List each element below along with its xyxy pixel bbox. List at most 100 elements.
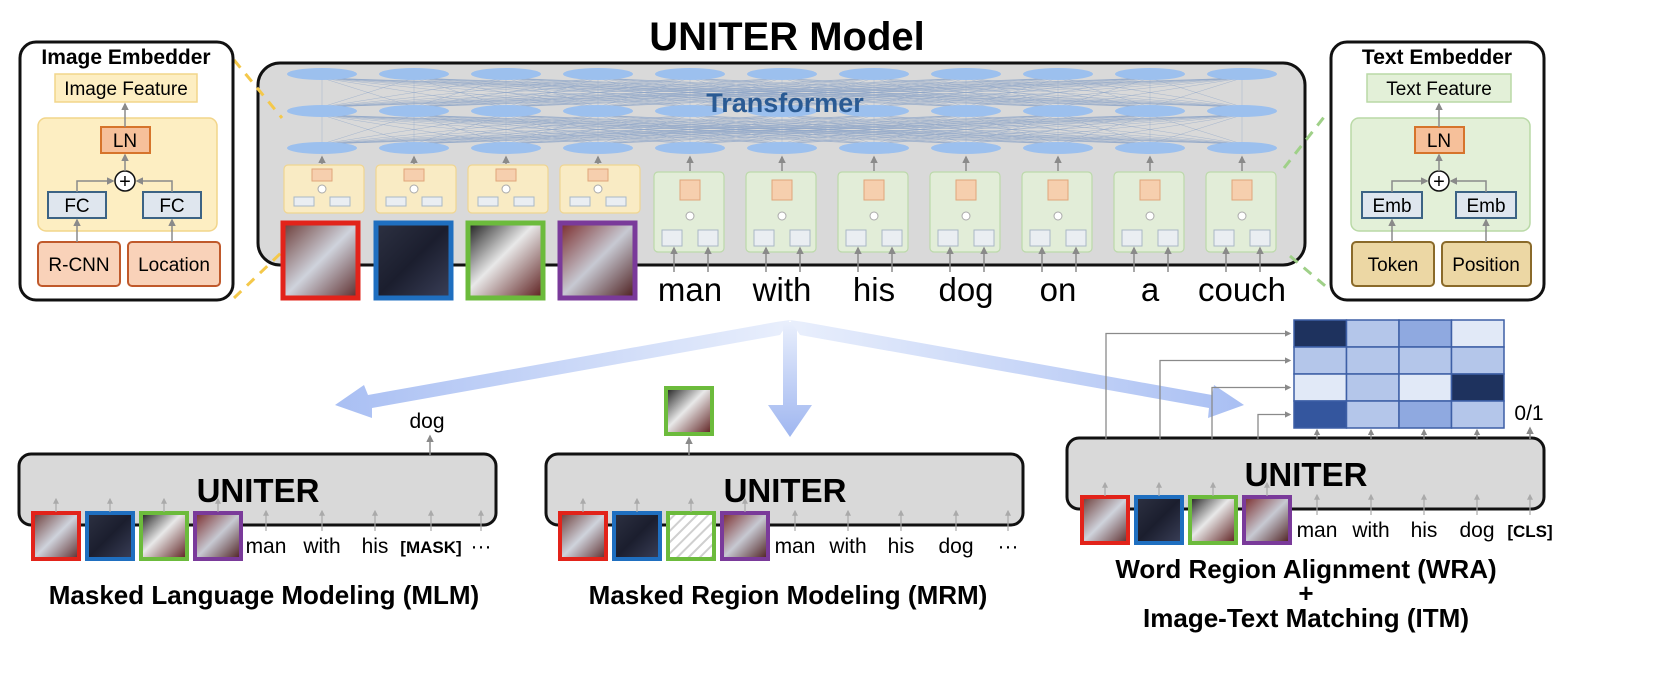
task-region-4 xyxy=(1242,495,1292,545)
region-to-matrix-connector xyxy=(1211,384,1292,439)
task-region-1 xyxy=(31,511,81,561)
transformer-node xyxy=(1115,68,1185,80)
task-token: ··· xyxy=(471,535,492,558)
mlm-output-word: dog xyxy=(409,410,444,433)
attention-edge xyxy=(965,77,1243,108)
region-image-1 xyxy=(280,220,361,301)
transformer-node xyxy=(1115,105,1185,117)
mini-ln-box xyxy=(771,179,793,201)
token-box xyxy=(1351,241,1435,287)
transformer-node xyxy=(839,68,909,80)
attention-edge xyxy=(321,114,1243,145)
mini-input-box xyxy=(753,229,775,247)
mini-ln-box xyxy=(1231,179,1253,201)
location-label: Location xyxy=(138,255,210,276)
image-feature-label: Image Feature xyxy=(64,79,188,100)
zoom-line-left-top xyxy=(232,59,284,119)
attention-edge xyxy=(689,114,1243,145)
transformer-node xyxy=(1115,142,1185,154)
transformer-node xyxy=(655,142,725,154)
task-region-2 xyxy=(1134,495,1184,545)
rcnn-box xyxy=(37,241,121,287)
alignment-matrix xyxy=(1293,319,1505,429)
attention-edge xyxy=(873,77,1243,108)
task-token: man xyxy=(775,535,816,558)
zoom-line-right-top xyxy=(1282,111,1330,169)
text-ln-label: LN xyxy=(1427,131,1451,152)
region-to-matrix-connector xyxy=(1257,411,1292,439)
transformer-node xyxy=(1023,142,1093,154)
attention-edge xyxy=(321,114,875,145)
mini-input-box xyxy=(329,196,351,207)
task-region-2 xyxy=(612,511,662,561)
mini-input-box xyxy=(661,229,683,247)
task-token: with xyxy=(302,535,340,558)
diagram-title: UNITER Model xyxy=(649,15,925,59)
text-emb-right-label: Emb xyxy=(1466,196,1505,217)
mini-ln-box xyxy=(955,179,977,201)
mlm-region-row xyxy=(31,497,243,561)
task-region-1 xyxy=(558,511,608,561)
task-token: man xyxy=(1297,519,1338,542)
sentence-word-couch: couch xyxy=(1198,271,1286,308)
task-token: his xyxy=(888,535,915,558)
image-fc-left-box xyxy=(47,191,107,219)
mini-input-box xyxy=(697,229,719,247)
mlm-caption: Masked Language Modeling (MLM) xyxy=(49,580,479,610)
text-plus-symbol: + xyxy=(1433,171,1445,193)
mini-input-box xyxy=(973,229,995,247)
mini-input-box xyxy=(385,196,407,207)
attention-edge xyxy=(321,77,967,108)
mini-sum-node xyxy=(409,184,419,194)
attention-edge xyxy=(1149,77,1243,108)
mini-input-box xyxy=(789,229,811,247)
image-fc-right-label: FC xyxy=(159,196,184,217)
attention-edge xyxy=(597,114,1243,145)
transformer-node xyxy=(747,105,817,117)
mini-ln-box xyxy=(403,168,425,182)
image-fc-right-box xyxy=(142,191,202,219)
alignment-cell xyxy=(1398,319,1453,348)
attention-edge xyxy=(413,77,1243,108)
mini-ln-box xyxy=(587,168,609,182)
alignment-cell xyxy=(1450,373,1505,402)
task-region-3 xyxy=(139,511,189,561)
alignment-cell xyxy=(1345,319,1400,348)
task-token: his xyxy=(1411,519,1438,542)
transformer-node xyxy=(379,105,449,117)
transformer-node xyxy=(839,105,909,117)
text-embedder-arrows xyxy=(1388,102,1490,242)
attention-edge xyxy=(321,114,415,145)
embedding-units xyxy=(283,155,1277,272)
transformer-node xyxy=(471,68,541,80)
mini-input-box xyxy=(513,196,535,207)
transformer-node xyxy=(379,68,449,80)
task-token: with xyxy=(828,535,866,558)
attention-edge xyxy=(781,114,1243,145)
transformer-node xyxy=(655,105,725,117)
alignment-cell xyxy=(1293,346,1348,375)
mini-sum-node xyxy=(685,211,695,221)
mrm-output-region xyxy=(664,386,714,436)
cls-token: [CLS] xyxy=(1507,522,1552,541)
alignment-cell xyxy=(1345,373,1400,402)
attention-edge xyxy=(321,77,415,108)
attention-edge xyxy=(321,77,783,108)
attention-edge xyxy=(873,114,1243,145)
transformer-node xyxy=(563,68,633,80)
mini-ln-box xyxy=(495,168,517,182)
mini-input-box xyxy=(1121,229,1143,247)
mini-ln-box xyxy=(1139,179,1161,201)
token-label: Token xyxy=(1368,255,1419,276)
attention-edge xyxy=(321,114,507,145)
transformer-panel: Transformer xyxy=(256,61,1307,272)
mrm-caption: Masked Region Modeling (MRM) xyxy=(589,580,988,610)
zoom-line-left-bottom xyxy=(232,250,284,300)
transformer-node xyxy=(379,142,449,154)
mrm-uniter-label: UNITER xyxy=(724,472,847,509)
attention-edge xyxy=(965,114,1243,145)
attention-edge xyxy=(321,114,1059,145)
